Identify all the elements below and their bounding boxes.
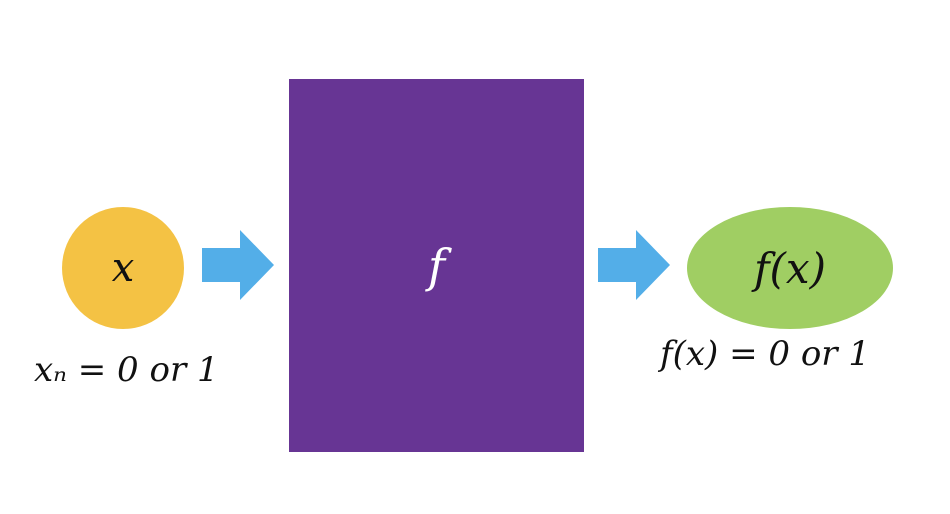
output-symbol: f(x) [753,243,826,293]
arrow-right-icon [598,230,670,300]
arrow-input-to-function [202,230,274,300]
function-box: f [289,79,584,452]
arrow-right-icon [202,230,274,300]
arrow-function-to-output [598,230,670,300]
function-symbol: f [427,238,446,293]
input-node: x [62,207,184,329]
input-symbol: x [111,245,135,291]
input-caption: xₙ = 0 or 1 [34,350,219,390]
output-caption: f(x) = 0 or 1 [660,334,870,374]
output-node: f(x) [687,207,893,329]
